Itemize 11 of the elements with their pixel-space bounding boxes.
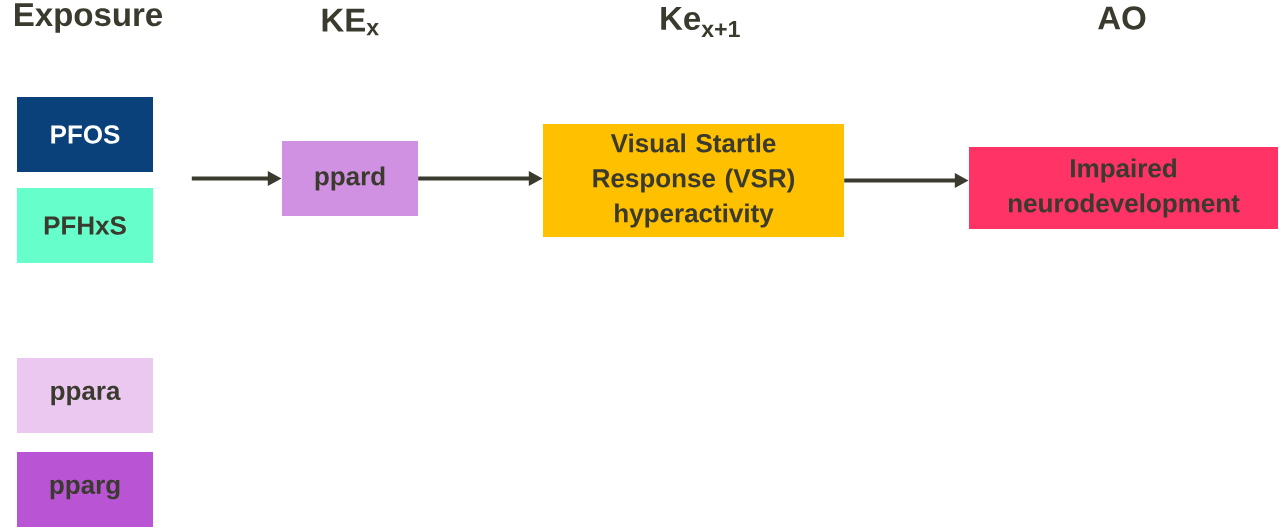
process-box: Visual Startle Response (VSR) hyperactivity: [543, 124, 844, 237]
process-box: PFHxS: [17, 188, 153, 263]
column-heading: KE$_{x}$: [322, 8, 379, 36]
column-heading: Exposure: [15, 3, 163, 33]
process-box: ppard: [282, 141, 418, 216]
process-box: Impaired neurodevelopment: [969, 147, 1278, 229]
column-heading: Ke$_{x+1}$: [661, 7, 740, 37]
process-box: pparg: [17, 452, 153, 527]
process-box: PFOS: [17, 97, 153, 172]
process-box: ppara: [17, 358, 153, 433]
column-heading: AO: [1098, 6, 1146, 30]
